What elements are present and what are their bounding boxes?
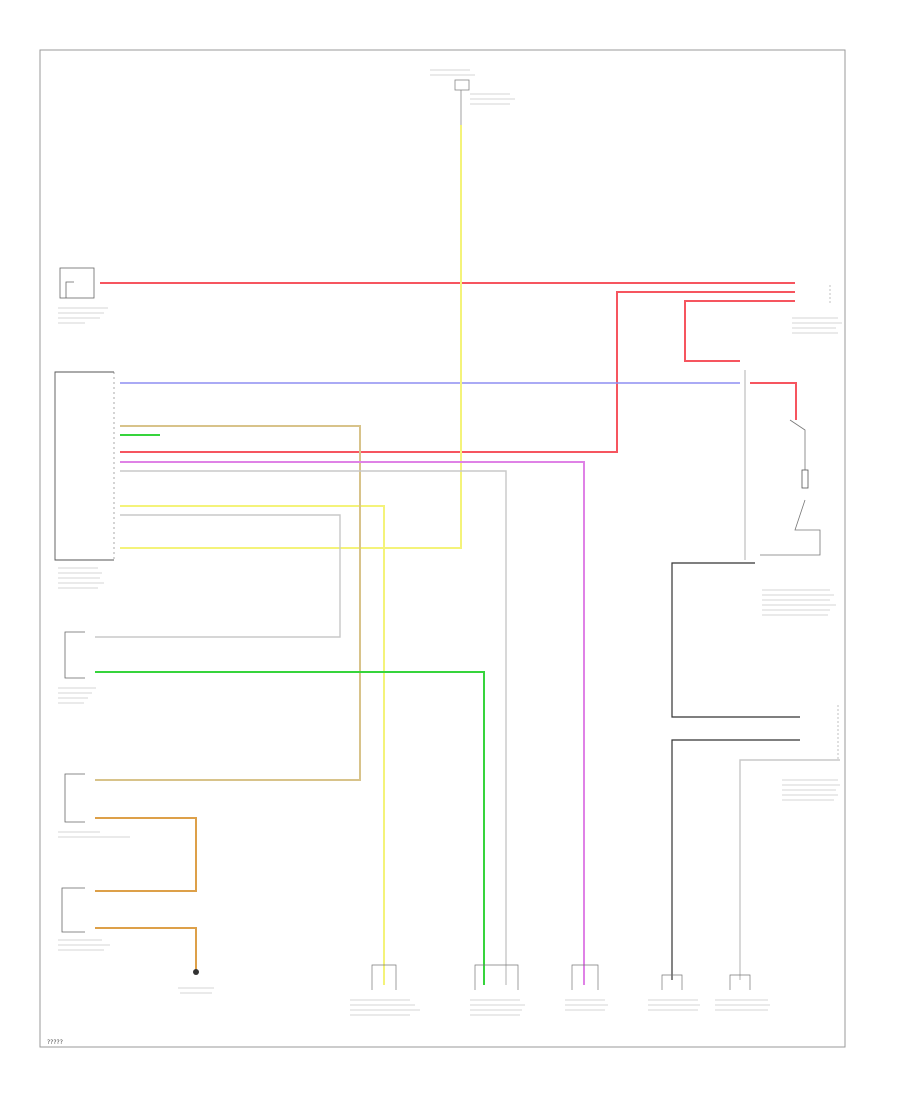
- wire-black-lower: [671, 739, 800, 980]
- wire-black-upper: [671, 562, 800, 718]
- wire-red-loop: [120, 291, 795, 453]
- wire-yellow-main: [120, 125, 462, 549]
- wire-gray-lower: [739, 759, 840, 980]
- ground-symbol: [178, 969, 214, 994]
- wire-gray-assist: [120, 470, 507, 985]
- diagram-frame: [39, 49, 846, 1048]
- wire-orange-ground: [95, 927, 197, 970]
- wire-red-switch: [750, 382, 797, 420]
- brake-switch: [760, 419, 836, 616]
- wire-magenta: [120, 461, 585, 985]
- bottom-connector-assist: [470, 964, 525, 1016]
- wire-yellow-power-terminal: [120, 505, 385, 985]
- upper-left-module: [58, 267, 108, 324]
- left-sensor-module: [58, 631, 96, 704]
- speaker-module: [58, 773, 130, 838]
- top-fuse-connector: [430, 69, 515, 125]
- lower-left-module: [58, 887, 110, 951]
- bottom-connector-gray: [715, 974, 770, 1011]
- bottom-connector-black: [648, 974, 700, 1011]
- wire-gray-sensor: [95, 514, 341, 638]
- main-control-unit: [54, 371, 115, 589]
- wire-red-branch: [684, 300, 795, 362]
- wire-orange-speaker: [95, 817, 197, 892]
- bottom-connector-power-terminal: [350, 964, 420, 1016]
- wire-tan-upper: [95, 425, 361, 781]
- right-upper-module: [792, 285, 842, 334]
- wire-green-long: [95, 671, 485, 985]
- right-lower-module: [782, 705, 840, 801]
- page-code: ?????: [47, 1039, 63, 1046]
- bottom-connector-magenta: [565, 964, 608, 1011]
